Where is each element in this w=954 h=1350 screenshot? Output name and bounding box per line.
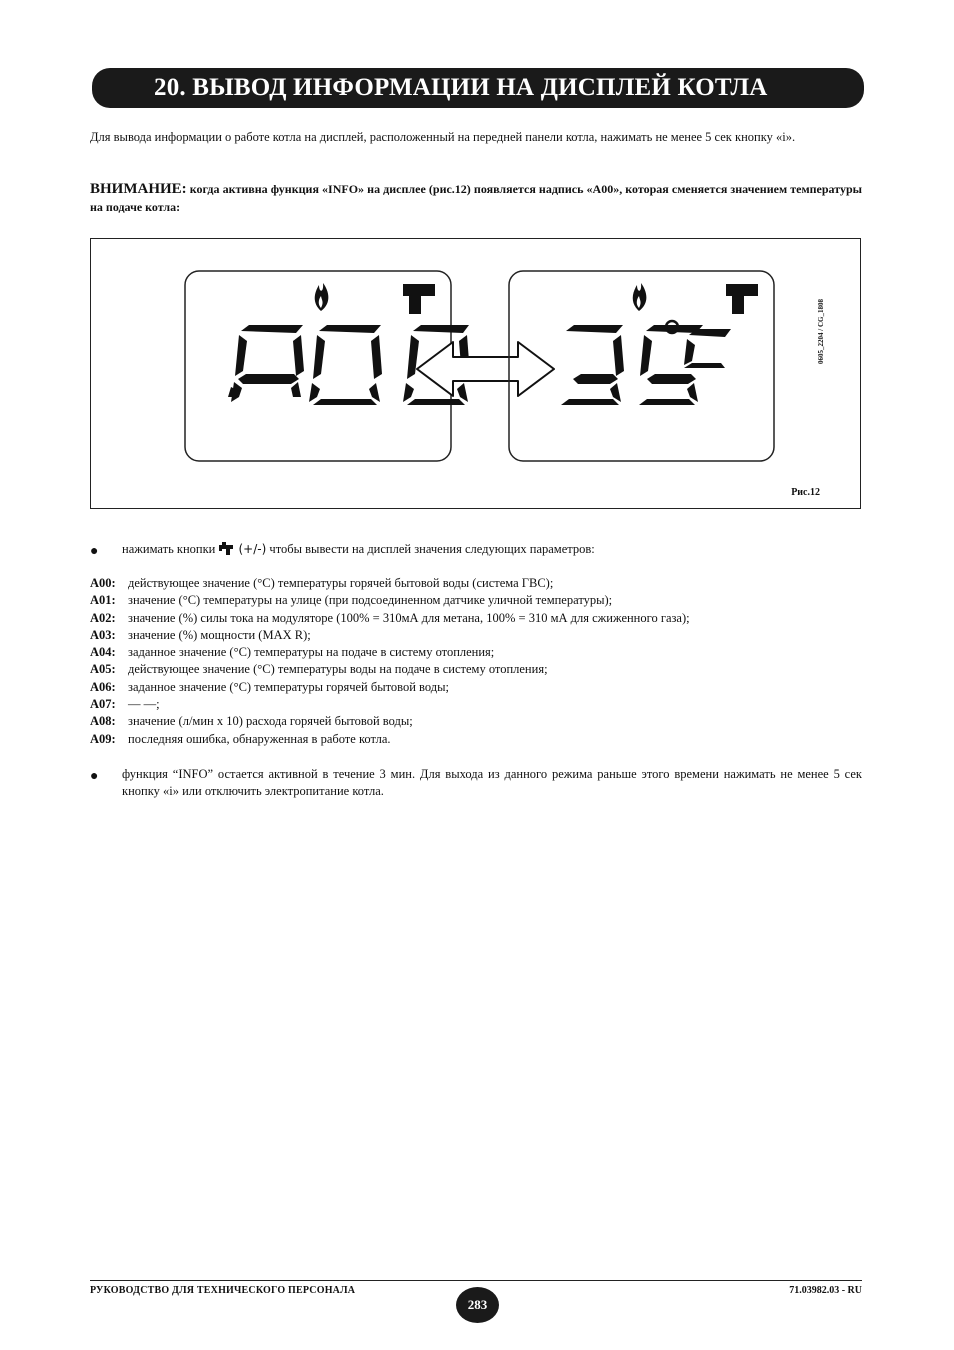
param-row: A08:значение (л/мин x 10) расхода горяче… (90, 714, 413, 729)
bullet-buttons: ● нажимать кнопки (+/-) чтобы вывести на… (90, 541, 862, 560)
flame-icon-right (632, 283, 647, 311)
section-title: 20. ВЫВОД ИНФОРМАЦИИ НА ДИСПЛЕЙ КОТЛА (154, 74, 768, 101)
param-row: A05:действующее значение (°C) температур… (90, 662, 548, 677)
param-row: A01:значение (°C) температуры на улице (… (90, 593, 613, 608)
footer-manual-title: РУКОВОДСТВО ДЛЯ ТЕХНИЧЕСКОГО ПЕРСОНАЛА (90, 1285, 356, 1296)
param-row: A02:значение (%) силы тока на модуляторе… (90, 610, 690, 625)
tap-icon-left (403, 284, 435, 314)
warning-label: ВНИМАНИЕ: (90, 181, 187, 197)
bullet1-buttons: (+/-) (238, 542, 267, 556)
seven-segment-35c (561, 319, 731, 405)
param-row: A07:— —; (90, 697, 160, 712)
bullet1-before: нажимать кнопки (122, 542, 216, 556)
display-right-frame (508, 270, 775, 462)
figure-code: 0605_2204 / CG_1808 (817, 299, 825, 364)
intro-paragraph: Для вывода информации о работе котла на … (90, 130, 796, 144)
page-number: 283 (456, 1287, 499, 1323)
footer-divider (90, 1280, 862, 1281)
param-row: A03:значение (%) мощности (MAX R); (90, 627, 311, 642)
tap-icon (218, 542, 235, 560)
bullet1-after: чтобы вывести на дисплей значения следую… (266, 542, 595, 556)
bullet-info-timeout: ● функция “INFO” остается активной в теч… (90, 766, 862, 800)
figure-12: 0605_2204 / CG_1808 Рис.12 (90, 238, 861, 509)
parameter-list: A00:действующее значение (°C) температур… (90, 575, 862, 748)
param-row: A00:действующее значение (°C) температур… (90, 576, 554, 590)
display-illustration (184, 270, 775, 462)
section-title-bar: 20. ВЫВОД ИНФОРМАЦИИ НА ДИСПЛЕЙ КОТЛА (92, 68, 864, 108)
warning-paragraph: ВНИМАНИЕ: когда активна функция «INFO» н… (90, 180, 862, 216)
figure-caption: Рис.12 (791, 487, 820, 498)
param-row: A04:заданное значение (°C) температуры н… (90, 645, 495, 660)
footer-doc-code: 71.03982.03 - RU (789, 1285, 862, 1296)
tap-icon-right (726, 284, 758, 314)
bullet-dot: ● (90, 769, 99, 784)
bullet2-text: функция “INFO” остается активной в течен… (122, 767, 862, 798)
double-arrow (416, 341, 555, 397)
param-row: A06:заданное значение (°C) температуры г… (90, 679, 449, 694)
flame-icon-left (314, 283, 329, 311)
warning-text: когда активна функция «INFO» на дисплее … (90, 182, 862, 214)
bullet-dot: ● (90, 544, 99, 559)
param-row: A09:последняя ошибка, обнаруженная в раб… (90, 731, 391, 746)
